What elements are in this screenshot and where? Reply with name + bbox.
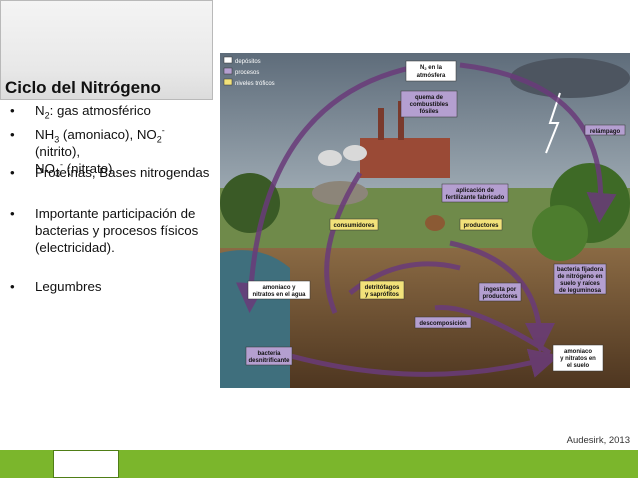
wolf bbox=[312, 181, 368, 205]
svg-text:el suelo: el suelo bbox=[567, 363, 590, 369]
credit-text: Audesirk, 2013 bbox=[566, 435, 630, 446]
plant bbox=[220, 173, 280, 233]
svg-text:N2 en la: N2 en la bbox=[420, 65, 443, 71]
svg-text:desnitrificante: desnitrificante bbox=[248, 358, 290, 364]
label-descomposicion: descomposición bbox=[414, 316, 472, 329]
svg-text:y saprófitos: y saprófitos bbox=[365, 292, 400, 298]
label-amoniaco-agua: amoniaco y nitratos en el agua bbox=[247, 280, 311, 300]
legend: depósitos procesos niveles tróficos bbox=[223, 56, 275, 87]
label-quema-combustibles: quema de combustibles fósiles bbox=[400, 90, 458, 118]
factory bbox=[318, 101, 450, 178]
label-detritofagos: detritófagos y saprófitos bbox=[359, 280, 405, 300]
label-ingesta: ingesta por productores bbox=[478, 282, 522, 302]
svg-text:nitratos en el agua: nitratos en el agua bbox=[252, 292, 306, 298]
label-n2-atmosfera: N2 en la atmósfera bbox=[405, 60, 457, 82]
svg-text:productores: productores bbox=[482, 294, 518, 300]
title-box: Ciclo del Nitrógeno bbox=[0, 0, 213, 100]
svg-text:amoniaco: amoniaco bbox=[564, 349, 592, 355]
label-consumidores: consumidores bbox=[329, 218, 379, 231]
svg-text:consumidores: consumidores bbox=[333, 223, 375, 229]
storm-cloud bbox=[510, 58, 630, 98]
svg-text:depósitos: depósitos bbox=[235, 59, 261, 65]
label-bacteria-desnitrificante: bacteria desnitrificante bbox=[245, 346, 293, 366]
label-productores: productores bbox=[459, 218, 503, 231]
lightning-icon bbox=[545, 92, 561, 154]
svg-text:suelo y raíces: suelo y raíces bbox=[560, 281, 600, 287]
label-amoniaco-suelo: amoniaco y nitratos en el suelo bbox=[552, 344, 604, 372]
svg-text:descomposición: descomposición bbox=[419, 321, 467, 327]
svg-text:bacteria: bacteria bbox=[257, 351, 281, 357]
footer-bar bbox=[0, 450, 638, 478]
svg-text:combustibles: combustibles bbox=[410, 102, 449, 108]
slide-title: Ciclo del Nitrógeno bbox=[5, 78, 161, 97]
svg-text:fósiles: fósiles bbox=[419, 109, 439, 115]
svg-text:quema de: quema de bbox=[415, 95, 444, 101]
svg-text:fertilizante fabricado: fertilizante fabricado bbox=[446, 195, 505, 201]
svg-text:ingesta por: ingesta por bbox=[484, 287, 517, 293]
cycle-arrows bbox=[235, 62, 617, 378]
label-fertilizante: aplicación de fertilizante fabricado bbox=[441, 183, 509, 203]
label-relampago: relámpago bbox=[584, 124, 626, 136]
svg-text:de nitrógeno en: de nitrógeno en bbox=[558, 274, 603, 280]
svg-text:niveles tróficos: niveles tróficos bbox=[235, 81, 275, 87]
svg-text:productores: productores bbox=[463, 223, 499, 229]
rabbit bbox=[425, 215, 445, 231]
svg-text:bacteria fijadora: bacteria fijadora bbox=[557, 267, 604, 273]
label-bacteria-fijadora: bacteria fijadora de nitrógeno en suelo … bbox=[553, 263, 607, 295]
footer-white-block bbox=[53, 450, 119, 478]
svg-text:aplicación de: aplicación de bbox=[456, 188, 495, 194]
svg-text:y nitratos en: y nitratos en bbox=[560, 356, 596, 362]
svg-text:de leguminosa: de leguminosa bbox=[559, 288, 602, 294]
svg-text:amoniaco y: amoniaco y bbox=[262, 285, 296, 291]
nitrogen-cycle-diagram: depósitos procesos niveles tróficos N2 e… bbox=[220, 53, 630, 388]
svg-text:procesos: procesos bbox=[235, 70, 259, 76]
svg-text:detritófagos: detritófagos bbox=[365, 285, 400, 291]
svg-text:relámpago: relámpago bbox=[590, 129, 621, 135]
tree bbox=[532, 205, 588, 261]
svg-text:atmósfera: atmósfera bbox=[417, 73, 446, 79]
